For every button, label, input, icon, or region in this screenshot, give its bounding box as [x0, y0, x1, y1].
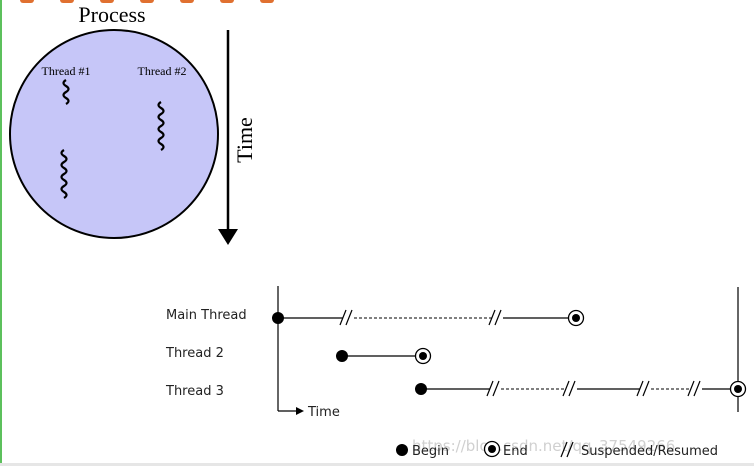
- suspend-marker: [488, 309, 502, 326]
- legend-suspended-icon: [560, 441, 574, 458]
- suspend-marker: [486, 380, 500, 397]
- end-marker-dot: [419, 352, 427, 360]
- row-label-thread-3: Thread 3: [165, 384, 224, 399]
- timeline-time-arrow-head: [296, 407, 304, 415]
- row-label-main-thread: Main Thread: [166, 308, 247, 323]
- top-decoration: [20, 0, 280, 4]
- begin-marker: [272, 312, 284, 324]
- suspend-marker: [339, 309, 353, 326]
- time-arrow-head: [218, 229, 238, 245]
- thread2-label: Thread #2: [138, 64, 187, 78]
- process-title: Process: [78, 2, 145, 27]
- suspend-marker: [687, 380, 701, 397]
- end-marker-dot: [572, 314, 580, 322]
- begin-marker: [336, 350, 348, 362]
- thread1-squiggle-top: [62, 79, 70, 105]
- thread1-label: Thread #1: [42, 64, 91, 78]
- legend-begin-icon: [396, 444, 408, 456]
- begin-marker: [415, 383, 427, 395]
- suspend-marker: [562, 380, 576, 397]
- watermark-text: https://blog.csdn.net/qq_37549266: [412, 437, 675, 456]
- legend-begin-label: Begin: [412, 444, 449, 459]
- thread1-squiggle-bottom: [60, 149, 68, 199]
- time-label-vertical: Time: [232, 117, 257, 163]
- legend-end-label: End: [503, 444, 528, 459]
- end-marker-dot: [734, 385, 742, 393]
- legend-suspended-label: Suspended/Resumed: [581, 444, 718, 459]
- legend-end-icon-dot: [488, 445, 496, 453]
- row-label-thread-2: Thread 2: [165, 346, 224, 361]
- timeline-time-label: Time: [307, 405, 340, 420]
- process-circle: [9, 29, 219, 239]
- left-border: [0, 0, 2, 466]
- suspend-marker: [636, 380, 650, 397]
- thread2-squiggle: [157, 101, 165, 151]
- bottom-border: [0, 463, 754, 466]
